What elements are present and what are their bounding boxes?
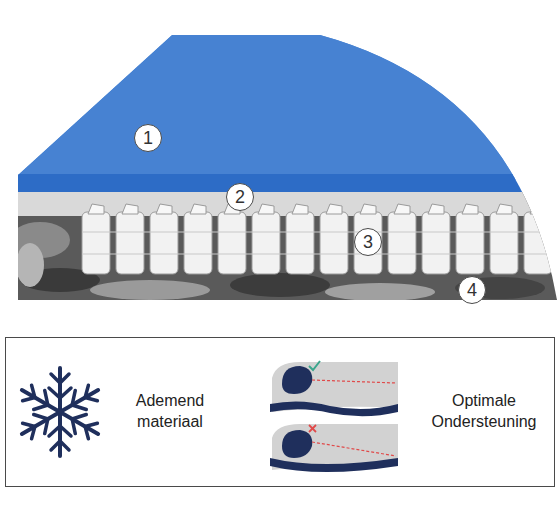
feature-label: Optimale Ondersteuning xyxy=(420,391,548,433)
feature-label: Ademend materiaal xyxy=(118,391,222,433)
callout-number: 4 xyxy=(467,281,477,299)
callout-number: 3 xyxy=(354,228,382,256)
callout-number: 2 xyxy=(235,188,245,206)
callout-number: 1 xyxy=(143,129,153,147)
callout-number: 1 xyxy=(134,124,162,152)
callout-number: 3 xyxy=(363,233,373,251)
snowflake-icon xyxy=(16,368,103,456)
feature-panel: Ademend materiaal Optimale Ondersteuning xyxy=(5,337,555,487)
callout-number: 4 xyxy=(458,276,486,304)
callout-number: 2 xyxy=(226,183,254,211)
good-posture-icon xyxy=(270,361,398,416)
mattress-cross-section xyxy=(0,30,560,302)
bad-posture-icon xyxy=(270,424,398,472)
